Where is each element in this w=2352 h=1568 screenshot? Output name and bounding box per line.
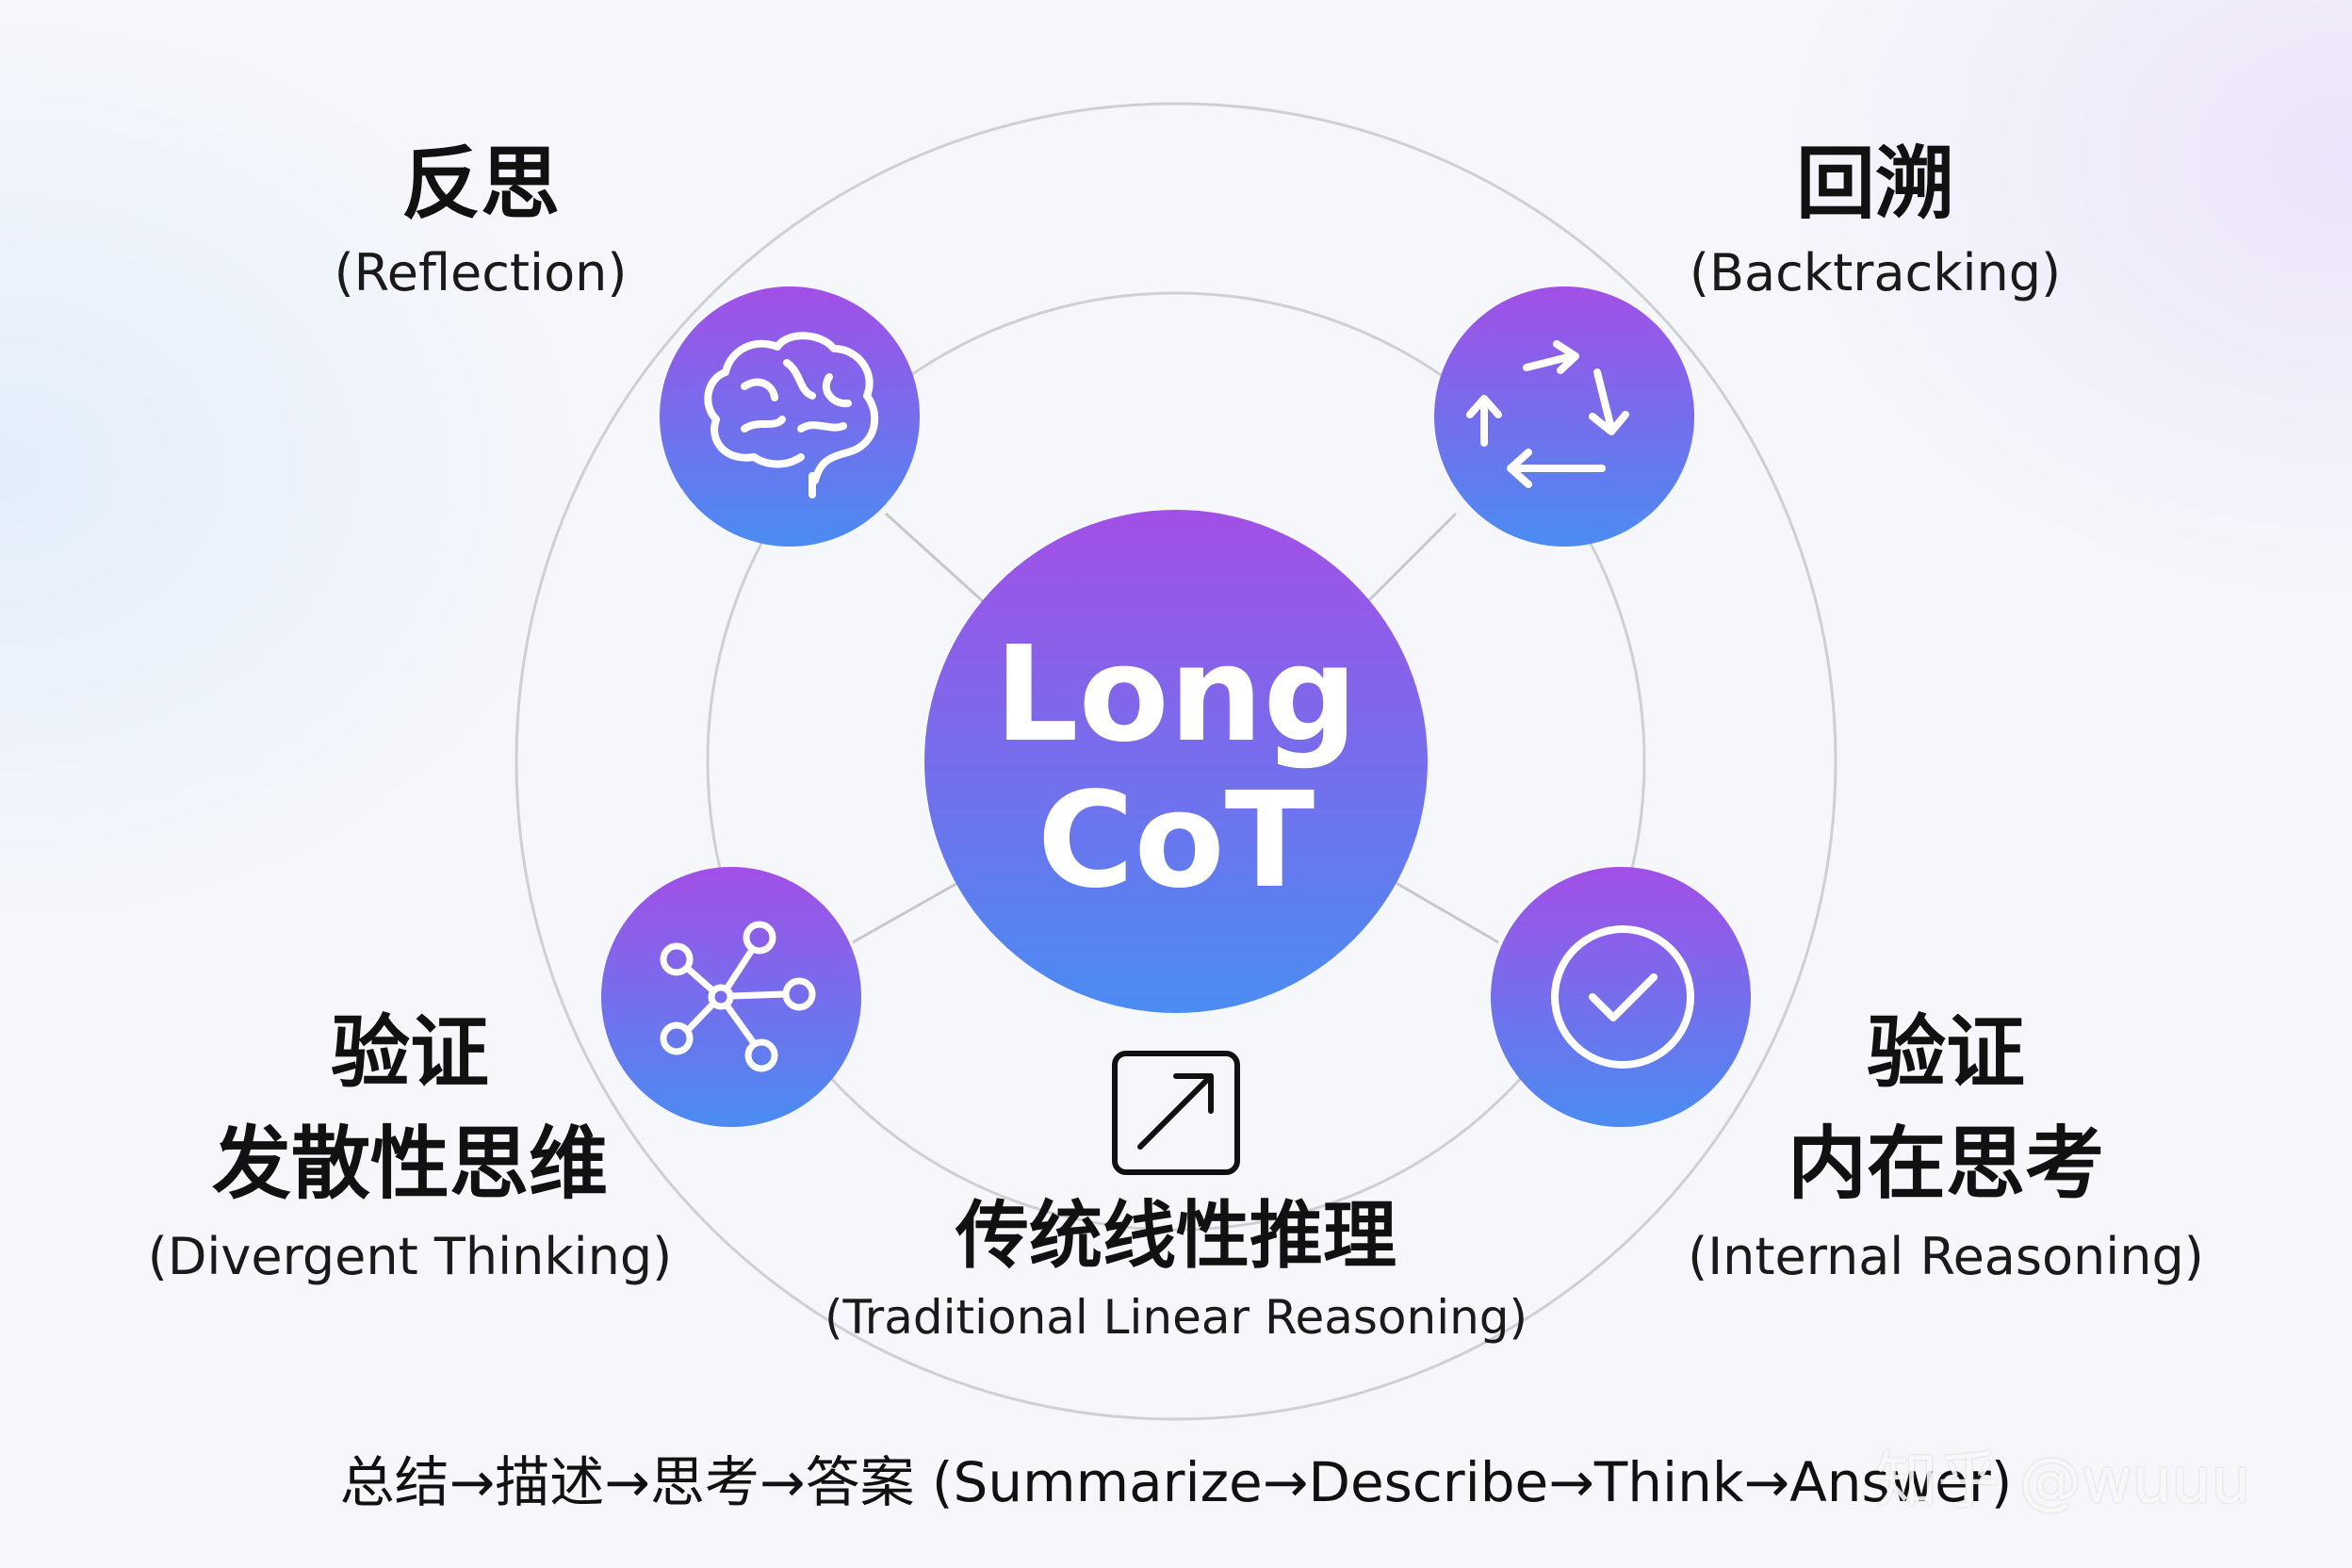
- reflection-zh: 反思: [400, 138, 560, 230]
- internal-node: [1491, 867, 1751, 1127]
- linear-en: (Traditional Linear Reasoning): [824, 1290, 1528, 1345]
- divergent-zh-line1: 验证: [330, 1006, 489, 1099]
- internal-zh-line2: 内在思考: [1787, 1118, 2104, 1210]
- connector-backtracking: [1364, 512, 1458, 605]
- connector-divergent: [852, 879, 962, 944]
- center-node: [924, 510, 1428, 1013]
- internal-zh-line1: 验证: [1866, 1006, 2025, 1099]
- inner-ring: [706, 291, 1646, 1232]
- backtracking-label: 回溯 (Backtracking): [1640, 132, 2111, 311]
- diagonal-arrow-icon: [1112, 1051, 1240, 1175]
- backtracking-zh: 回溯: [1795, 138, 1954, 230]
- divergent-label: 验证 发散性思维 (Divergent Thinking): [94, 997, 726, 1295]
- network-icon: [660, 921, 816, 1072]
- backtracking-en: (Backtracking): [1689, 243, 2062, 302]
- internal-en: (Internal Reasoning): [1688, 1227, 2204, 1286]
- reflection-node: [660, 286, 920, 547]
- check-circle-icon: [1551, 925, 1694, 1069]
- pipeline-caption: 总结→描述→思考→答案 (Summarize→Describe→Think→An…: [339, 1450, 2013, 1514]
- divergent-en: (Divergent Thinking): [147, 1227, 673, 1286]
- outer-ring: [514, 102, 1838, 1421]
- connector-reflection: [884, 512, 987, 605]
- linear-zh: 传统线性推理: [955, 1194, 1396, 1279]
- connector-internal: [1392, 879, 1499, 944]
- internal-label: 验证 内在思考 (Internal Reasoning): [1658, 997, 2233, 1295]
- watermark: 知乎 @wuuu: [1875, 1445, 2251, 1517]
- reflection-label: 反思 (Reflection): [283, 132, 678, 311]
- brain-icon: [704, 332, 879, 498]
- linear-label: 传统线性推理 (Traditional Linear Reasoning): [752, 1189, 1600, 1351]
- reflection-en: (Reflection): [334, 243, 628, 302]
- divergent-zh-line2: 发散性思维: [211, 1118, 608, 1210]
- center-title-line1: Long: [994, 618, 1357, 772]
- center-title-line2: CoT: [1037, 764, 1315, 918]
- cycle-arrows-icon: [1466, 340, 1629, 488]
- backtracking-node: [1434, 286, 1694, 547]
